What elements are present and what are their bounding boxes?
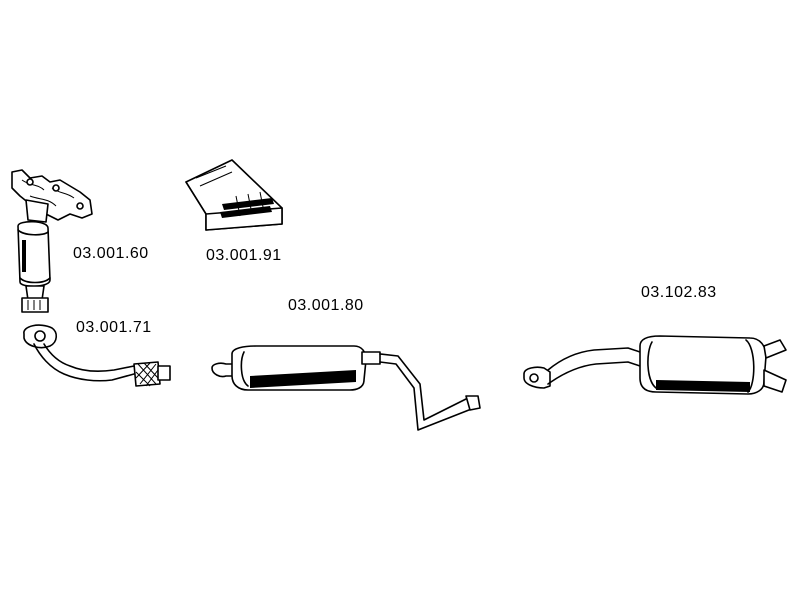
front-pipe-drawing[interactable] bbox=[23, 324, 171, 387]
part-number-label-front-pipe: 03.001.71 bbox=[76, 319, 152, 336]
mounting-kit-drawing[interactable] bbox=[185, 159, 283, 231]
manifold-catalytic-converter-drawing[interactable] bbox=[11, 169, 93, 313]
middle-silencer-drawing[interactable] bbox=[211, 345, 481, 431]
rear-silencer-drawing[interactable] bbox=[523, 335, 787, 395]
part-number-label-mounting-kit: 03.001.91 bbox=[206, 247, 282, 264]
part-number-label-rear-silencer: 03.102.83 bbox=[641, 284, 717, 301]
part-number-label-middle-silencer: 03.001.80 bbox=[288, 297, 364, 314]
part-number-label-manifold: 03.001.60 bbox=[73, 245, 149, 262]
